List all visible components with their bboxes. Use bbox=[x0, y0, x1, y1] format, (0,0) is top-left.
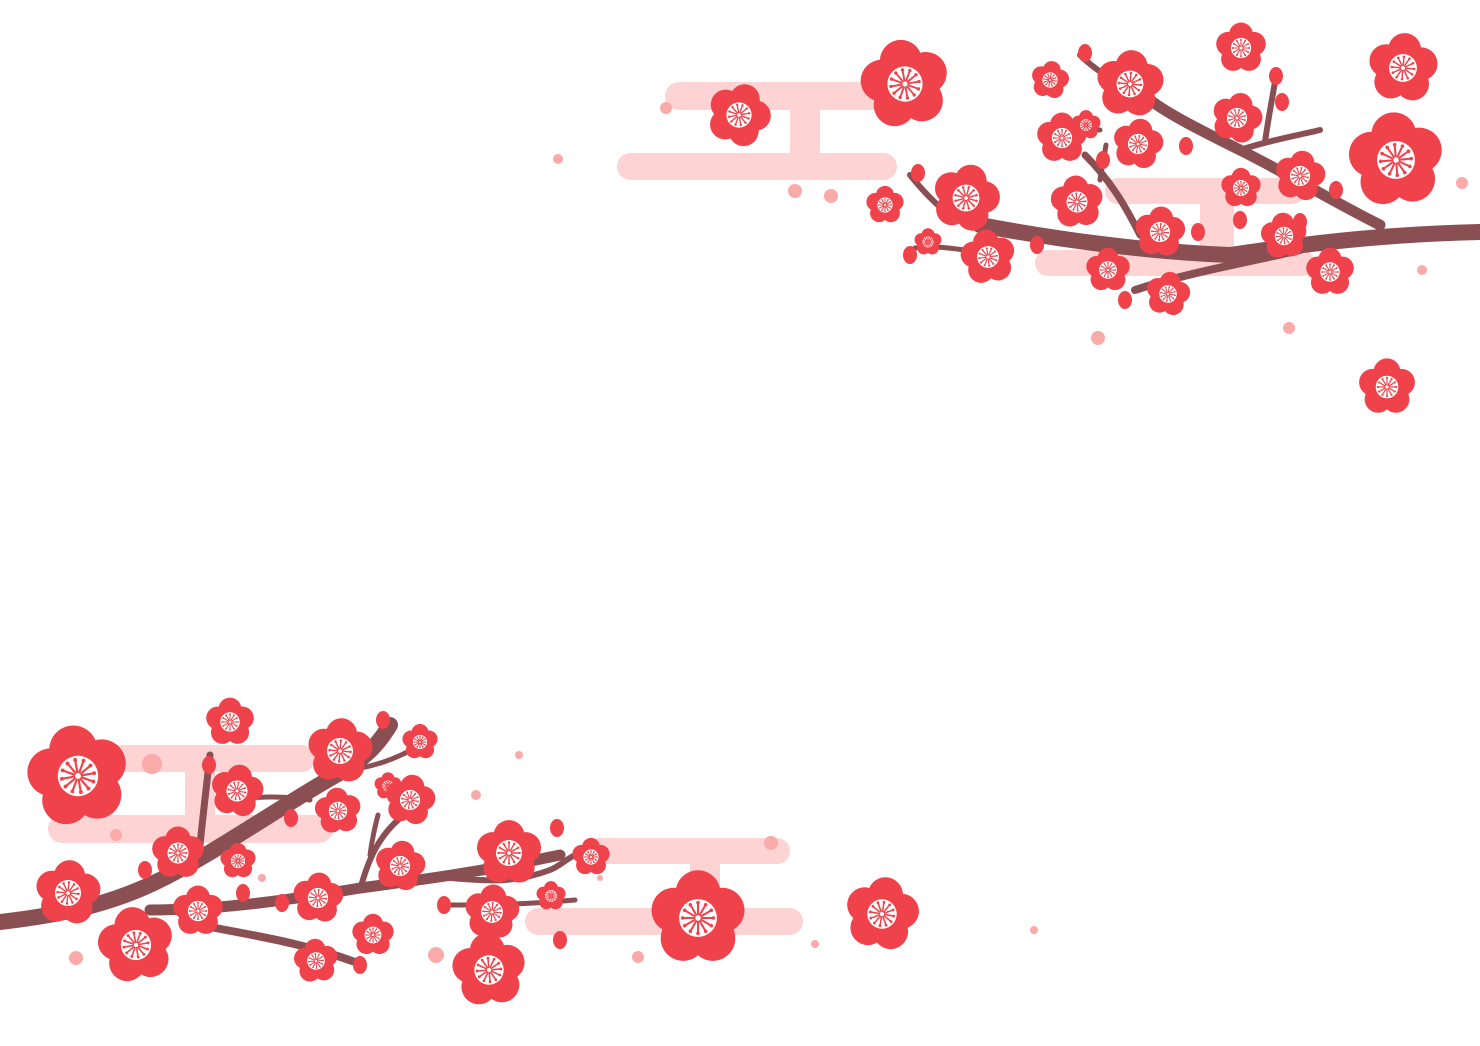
blossom-bud bbox=[202, 756, 216, 774]
plum-blossom bbox=[854, 32, 955, 131]
blossom-bud bbox=[1096, 151, 1110, 169]
blossom-bud bbox=[376, 711, 390, 729]
petal-dot bbox=[1456, 177, 1468, 189]
plum-blossom bbox=[92, 900, 179, 986]
petal-dot bbox=[515, 751, 523, 759]
blossom-bud bbox=[353, 956, 367, 974]
plum-blossom bbox=[1221, 167, 1261, 207]
plum-blossom bbox=[926, 156, 1007, 237]
plum-blossom bbox=[1109, 114, 1167, 171]
plum-blossom bbox=[1094, 47, 1166, 118]
blossom-bud bbox=[550, 819, 564, 837]
blossom-layer bbox=[20, 22, 1447, 1007]
plum-blossom bbox=[371, 836, 429, 893]
plum-blossom bbox=[476, 820, 542, 883]
blossom-bud bbox=[903, 246, 917, 264]
plum-blossom bbox=[463, 882, 522, 940]
blossom-bud bbox=[138, 861, 152, 879]
blossom-bud bbox=[275, 894, 289, 912]
petal-dot bbox=[428, 947, 444, 963]
petal-dot bbox=[258, 874, 266, 882]
plum-blossom bbox=[1207, 87, 1268, 147]
plum-blossom bbox=[1216, 22, 1266, 71]
plum-blossom bbox=[292, 936, 340, 983]
blossom-bud bbox=[1269, 67, 1283, 85]
petal-dot bbox=[1030, 926, 1038, 934]
plum-blossom bbox=[700, 74, 779, 153]
blossom-bud bbox=[236, 884, 250, 902]
bud-layer bbox=[138, 44, 1343, 974]
petal-dot bbox=[142, 754, 162, 774]
plum-blossom bbox=[914, 228, 942, 255]
plum-blossom bbox=[1037, 112, 1087, 161]
petal-dot bbox=[110, 829, 122, 841]
blossom-bud bbox=[1078, 44, 1092, 62]
blossom-bud bbox=[437, 896, 451, 914]
plum-blossom bbox=[1259, 210, 1309, 259]
plum-blossom bbox=[1048, 173, 1105, 228]
plum-blossom bbox=[381, 770, 439, 827]
petal-dot bbox=[1417, 265, 1427, 275]
petal-dot bbox=[788, 184, 802, 198]
plum-blossom bbox=[152, 826, 204, 877]
plum-blossom bbox=[1306, 247, 1354, 294]
plum-blossom bbox=[651, 870, 745, 961]
blossom-bud bbox=[1030, 236, 1044, 254]
plum-blossom bbox=[1271, 146, 1329, 203]
plum-blossom bbox=[207, 760, 268, 819]
blossom-bud bbox=[1329, 181, 1343, 199]
plum-blossom bbox=[572, 837, 610, 875]
petal-dot bbox=[811, 940, 819, 948]
plum-blossom bbox=[1359, 358, 1415, 413]
plum-blossom bbox=[352, 913, 394, 955]
blossom-bud bbox=[1233, 211, 1247, 229]
blossom-bud bbox=[284, 809, 298, 827]
plum-blossom bbox=[536, 881, 566, 910]
plum-blossom bbox=[1345, 108, 1447, 207]
plum-blossom bbox=[866, 185, 904, 223]
blossom-bud bbox=[1275, 93, 1289, 111]
plum-blossom bbox=[313, 785, 363, 834]
petal-dot bbox=[1283, 322, 1295, 334]
blossom-bud bbox=[1191, 223, 1205, 241]
plum-blossom bbox=[33, 857, 103, 926]
petal-dot bbox=[660, 102, 672, 114]
plum-blossom bbox=[402, 723, 438, 759]
plum-blossom bbox=[173, 885, 223, 934]
petal-dots bbox=[69, 102, 1468, 965]
plum-blossom bbox=[1086, 247, 1130, 291]
plum-blossom bbox=[957, 225, 1019, 286]
blossom-bud bbox=[1118, 291, 1132, 309]
plum-blossom bbox=[206, 697, 254, 744]
plum-blossom bbox=[291, 870, 345, 923]
plum-blossom bbox=[1028, 57, 1072, 101]
plum-blossom bbox=[305, 715, 375, 784]
petal-dot bbox=[1091, 331, 1105, 345]
plum-blossom bbox=[220, 842, 256, 878]
petal-dot bbox=[69, 951, 83, 965]
plum-blossom bbox=[1133, 204, 1187, 257]
petal-dot bbox=[553, 154, 563, 164]
plum-blossom bbox=[20, 717, 135, 830]
plum-blossom bbox=[1071, 110, 1101, 139]
blossom-bud bbox=[1179, 137, 1193, 155]
blossom-bud bbox=[911, 164, 925, 182]
plum-blossom bbox=[840, 871, 925, 954]
petal-dot bbox=[597, 875, 603, 881]
petal-dot bbox=[824, 189, 838, 203]
blossom-bud bbox=[553, 931, 567, 949]
plum-blossom bbox=[449, 929, 528, 1007]
petal-dot bbox=[764, 836, 778, 850]
petal-dot bbox=[471, 790, 481, 800]
petal-dot bbox=[632, 951, 644, 963]
plum-blossom bbox=[1143, 268, 1194, 318]
plum-blossom bbox=[1366, 30, 1441, 103]
